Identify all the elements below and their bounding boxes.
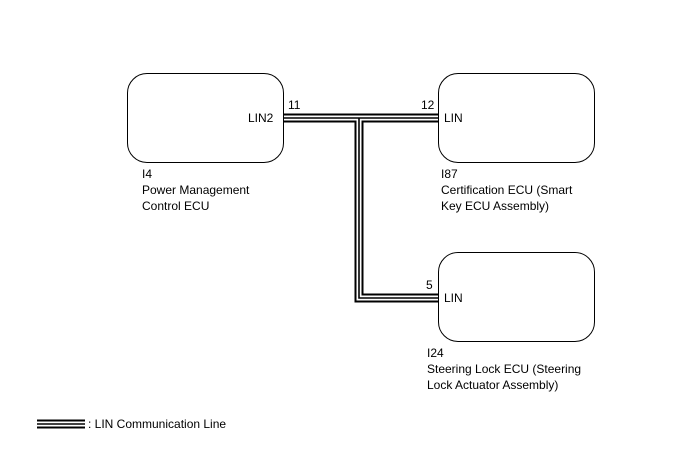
steer-name-line1: Steering Lock ECU (Steering: [427, 362, 582, 376]
steer-port-label: LIN: [444, 291, 463, 305]
cert-name-line1: Certification ECU (Smart: [441, 183, 573, 197]
pmc-pin-number: 11: [288, 98, 301, 112]
legend-label: : LIN Communication Line: [88, 417, 227, 431]
cert-port-label: LIN: [444, 111, 463, 125]
steer-connector-code: I24: [427, 346, 444, 360]
lin-bus-line: [283, 113, 439, 303]
pmc-name-line2: Control ECU: [142, 199, 210, 213]
steering-lock-ecu-box: [438, 252, 595, 342]
cert-name-line2: Key ECU Assembly): [441, 199, 550, 213]
power-management-ecu-box: [127, 73, 284, 163]
cert-connector-code: I87: [441, 167, 458, 181]
pmc-port-label: LIN2: [248, 111, 274, 125]
steer-name-line2: Lock Actuator Assembly): [427, 378, 559, 392]
pmc-name-line1: Power Management: [142, 183, 250, 197]
pmc-connector-code: I4: [142, 167, 153, 181]
cert-pin-number: 12: [421, 98, 435, 112]
certification-ecu-box: [438, 73, 595, 163]
steer-pin-number: 5: [426, 278, 433, 292]
